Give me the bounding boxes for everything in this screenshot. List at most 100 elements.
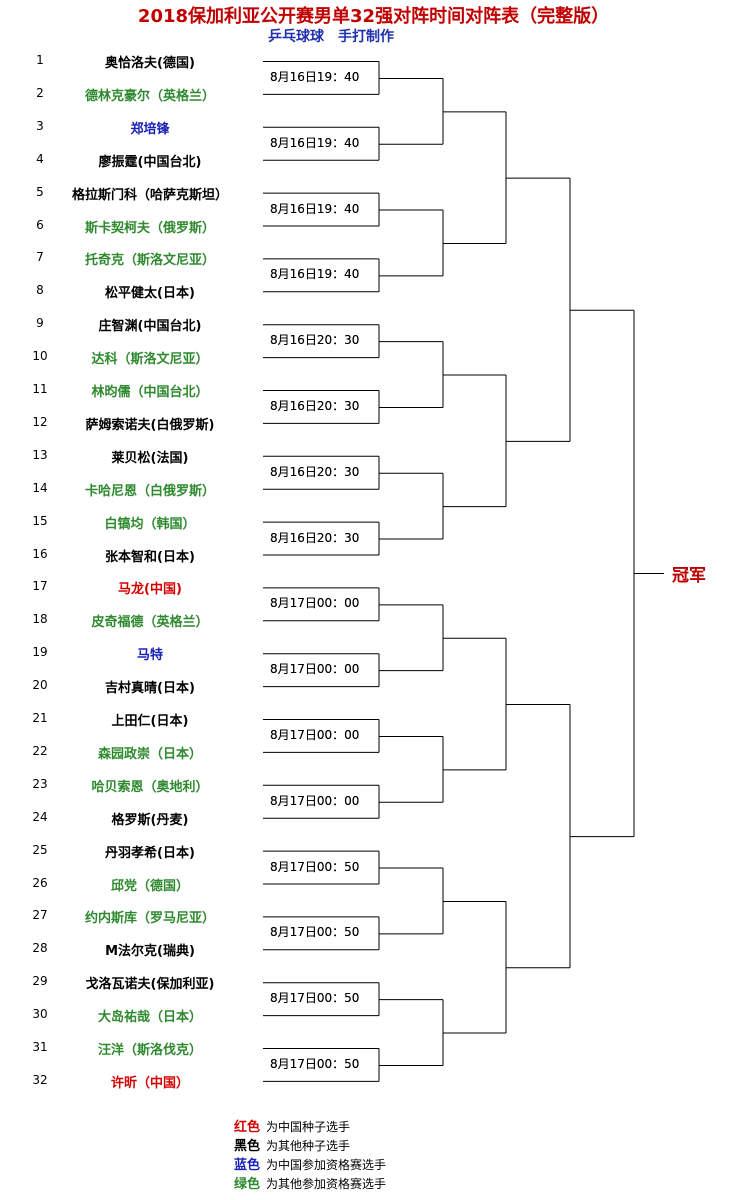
player-number: 8 bbox=[36, 283, 44, 298]
page-title: 2018保加利亚公开赛男单32强对阵时间对阵表（完整版） bbox=[137, 6, 610, 27]
player-number: 26 bbox=[32, 875, 48, 890]
legend-text: 为其他参加资格赛选手 bbox=[266, 1177, 387, 1191]
player-name: 庄智渊(中国台北) bbox=[98, 319, 202, 335]
player-number: 11 bbox=[32, 382, 48, 396]
player-name: 森园政崇（日本） bbox=[97, 746, 202, 762]
player-name: 许昕（中国） bbox=[110, 1075, 189, 1091]
match-time: 8月16日20：30 bbox=[270, 530, 360, 545]
player-name: 林昀儒（中国台北） bbox=[91, 385, 209, 400]
player-number: 22 bbox=[32, 743, 48, 758]
player-name: 廖振霆(中国台北) bbox=[98, 154, 202, 170]
player-name: 马龙(中国) bbox=[118, 582, 182, 598]
legend-text: 为中国参加资格赛选手 bbox=[266, 1158, 387, 1172]
match-time: 8月17日00：00 bbox=[270, 793, 360, 808]
player-name: 莱贝松(法国) bbox=[111, 450, 189, 466]
player-number: 25 bbox=[32, 842, 48, 857]
player-name: 吉村真晴(日本) bbox=[105, 681, 195, 697]
player-number: 16 bbox=[32, 546, 48, 561]
player-name: 斯卡契柯夫（俄罗斯） bbox=[84, 220, 215, 236]
match-time: 8月16日19：40 bbox=[270, 70, 360, 84]
player-name: 松平健太(日本) bbox=[105, 286, 195, 302]
legend-color-word: 黑色 bbox=[234, 1139, 261, 1154]
player-number: 4 bbox=[36, 151, 44, 166]
player-number: 18 bbox=[32, 612, 48, 627]
player-number: 15 bbox=[32, 513, 48, 528]
match-time: 8月17日00：50 bbox=[270, 1057, 360, 1071]
legend-item: 绿色为其他参加资格赛选手 bbox=[234, 1173, 386, 1192]
page-subtitle: 乒乓球球 手打制作 bbox=[268, 29, 394, 45]
player-name: 卡哈尼恩（白俄罗斯） bbox=[84, 483, 215, 499]
legend-item: 红色为中国种子选手 bbox=[234, 1116, 350, 1135]
match-time: 8月17日00：50 bbox=[270, 991, 360, 1006]
player-name: 大岛祐哉（日本） bbox=[97, 1010, 202, 1026]
player-name: 郑培锋 bbox=[130, 121, 170, 137]
player-name: 丹羽孝希(日本) bbox=[105, 845, 195, 861]
match-time: 8月17日00：00 bbox=[270, 793, 360, 808]
match-time: 8月17日00：50 bbox=[270, 859, 360, 874]
player-number: 6 bbox=[36, 217, 44, 232]
match-time: 8月16日20：30 bbox=[270, 398, 360, 413]
player-name: 马特 bbox=[136, 648, 163, 664]
player-name: 格罗斯(丹麦) bbox=[111, 812, 189, 828]
player-name: 上田仁(日本) bbox=[111, 714, 189, 729]
player-name: 戈洛瓦诺夫(保加利亚) bbox=[85, 977, 215, 993]
player-number: 23 bbox=[32, 776, 48, 791]
player-name: 白镐均（韩国） bbox=[104, 516, 196, 532]
player-number: 29 bbox=[32, 974, 48, 989]
player-name: M法尔克(瑞典) bbox=[105, 944, 195, 960]
player-name: 德林克豪尔（英格兰） bbox=[84, 88, 215, 104]
player-name: 哈贝索恩（奥地利） bbox=[91, 779, 209, 795]
player-number: 30 bbox=[32, 1007, 48, 1022]
legend-item: 蓝色为中国参加资格赛选手 bbox=[234, 1154, 386, 1173]
legend-text: 为其他种子选手 bbox=[266, 1139, 351, 1153]
match-time: 8月16日20：30 bbox=[270, 333, 360, 348]
legend-text: 为中国种子选手 bbox=[266, 1120, 351, 1134]
champion-label: 冠军 bbox=[672, 566, 706, 586]
player-number: 10 bbox=[32, 349, 48, 364]
player-name: 张本智和(日本) bbox=[105, 549, 195, 565]
match-time: 8月16日19：40 bbox=[270, 135, 360, 150]
match-time: 8月17日00：00 bbox=[270, 662, 360, 677]
match-time: 8月16日20：30 bbox=[270, 399, 360, 413]
player-number: 9 bbox=[36, 316, 44, 331]
player-number: 2 bbox=[36, 85, 44, 100]
player-name: 皮奇福德（英格兰） bbox=[91, 615, 209, 631]
match-time: 8月16日19：40 bbox=[270, 69, 360, 84]
player-name: 奥恰洛夫(德国) bbox=[105, 56, 195, 71]
player-number: 12 bbox=[32, 414, 48, 429]
player-number: 24 bbox=[32, 809, 48, 824]
player-number: 1 bbox=[36, 53, 44, 67]
match-time: 8月17日00：50 bbox=[270, 925, 360, 940]
player-name: 托奇克（斯洛文尼亚） bbox=[84, 253, 215, 269]
match-time: 8月16日20：30 bbox=[270, 464, 360, 479]
match-time: 8月17日00：50 bbox=[270, 991, 360, 1006]
match-time: 8月17日00：00 bbox=[270, 596, 360, 611]
match-time: 8月16日20：30 bbox=[270, 530, 360, 545]
match-time: 8月17日00：00 bbox=[270, 596, 360, 611]
match-time: 8月17日00：00 bbox=[270, 728, 360, 742]
player-number: 14 bbox=[32, 480, 48, 495]
match-time: 8月16日19：40 bbox=[270, 267, 360, 282]
player-number: 13 bbox=[32, 447, 48, 462]
player-number: 3 bbox=[36, 118, 44, 133]
player-name: 邱党（德国） bbox=[110, 878, 189, 894]
match-time: 8月16日20：30 bbox=[270, 464, 360, 479]
match-time: 8月16日19：40 bbox=[270, 267, 360, 282]
match-time: 8月16日20：30 bbox=[270, 333, 360, 348]
player-name: 汪洋（斯洛伐克） bbox=[97, 1043, 202, 1058]
player-number: 27 bbox=[32, 908, 48, 923]
match-time: 8月17日00：50 bbox=[270, 859, 360, 874]
match-time: 8月16日19：40 bbox=[270, 201, 360, 216]
match-time: 8月16日19：40 bbox=[270, 135, 360, 150]
player-name: 格拉斯门科（哈萨克斯坦） bbox=[71, 187, 228, 203]
match-time: 8月16日19：40 bbox=[270, 201, 360, 216]
player-number: 19 bbox=[32, 645, 48, 660]
player-number: 31 bbox=[32, 1040, 48, 1054]
player-number: 17 bbox=[32, 579, 48, 594]
player-number: 20 bbox=[32, 678, 48, 693]
player-number: 32 bbox=[32, 1072, 48, 1087]
legend-color-word: 红色 bbox=[234, 1120, 261, 1135]
match-time: 8月17日00：50 bbox=[270, 1056, 360, 1071]
match-time: 8月17日00：00 bbox=[270, 662, 360, 677]
